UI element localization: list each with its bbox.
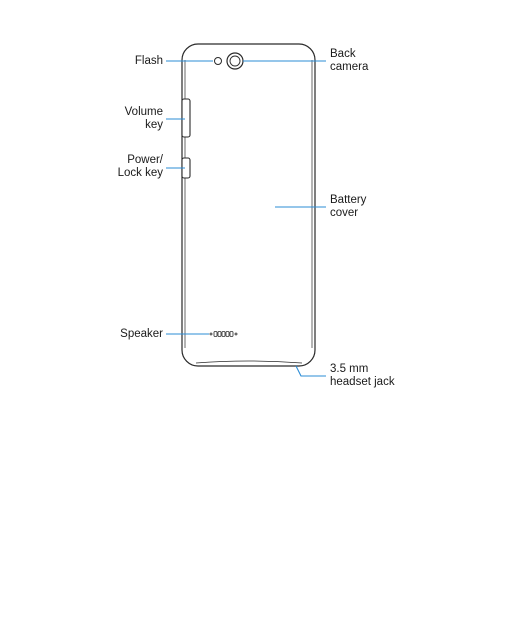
power-lock-key-label: Power/ Lock key — [118, 154, 163, 180]
jack-leader-line — [296, 366, 326, 376]
phone-edge-bottom — [196, 361, 302, 363]
volume-key-icon — [182, 99, 190, 137]
flash-icon — [215, 58, 222, 65]
flash-label: Flash — [135, 55, 163, 68]
back-camera-icon — [227, 53, 243, 69]
phone-outline — [182, 44, 315, 366]
phone-body — [182, 44, 315, 366]
battery-cover-label: Battery cover — [330, 194, 366, 220]
speaker-grille-icon — [210, 332, 237, 337]
volume-key-label: Volume key — [125, 106, 163, 132]
speaker-label: Speaker — [120, 328, 163, 341]
back-camera-label: Back camera — [330, 48, 368, 74]
headset-jack-label: 3.5 mm headset jack — [330, 363, 395, 389]
